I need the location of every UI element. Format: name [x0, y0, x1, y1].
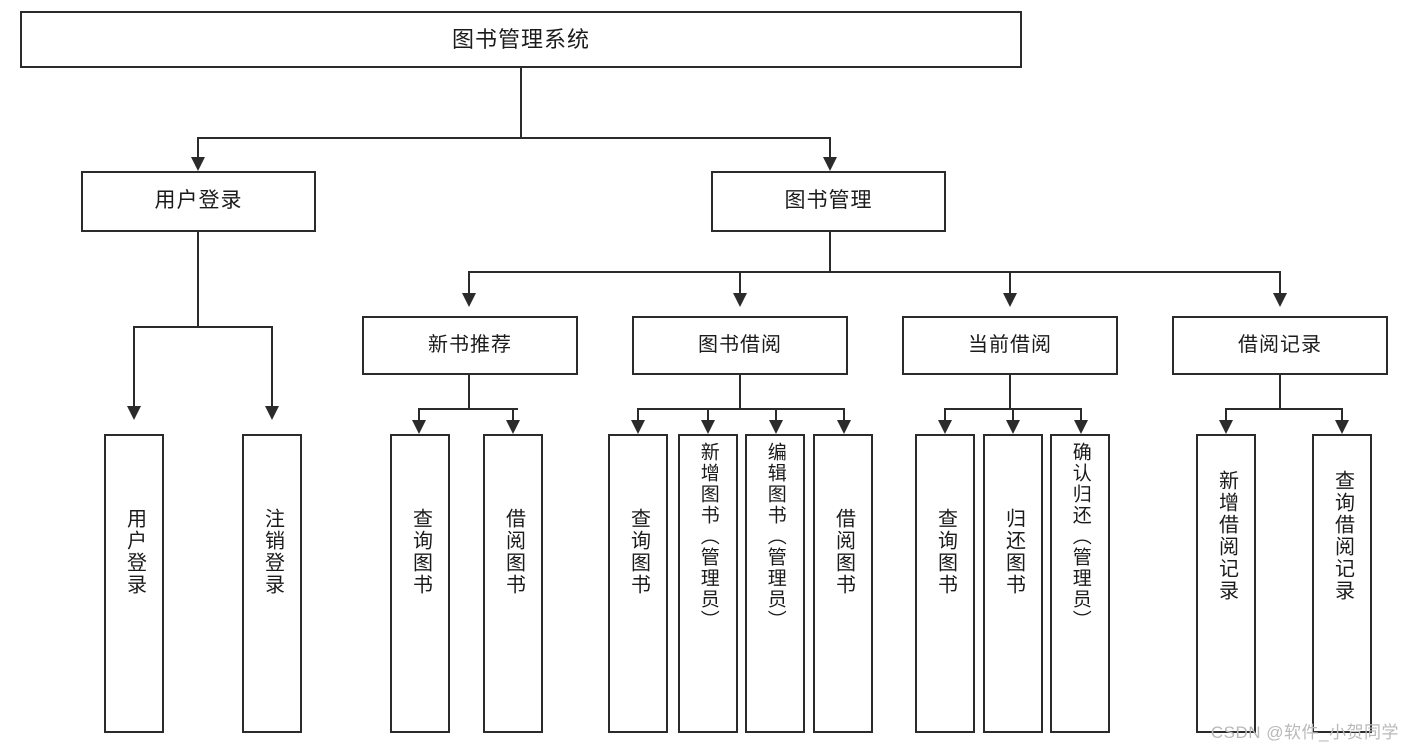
arrowhead-current-borrow — [1003, 293, 1017, 307]
connector-current-borrow-leaf1 — [944, 408, 946, 422]
node-book-manage[interactable]: 图书管理 — [711, 171, 946, 232]
connector-borrow-record-stem — [1279, 375, 1281, 409]
leaf-user-login-label: 用户登录 — [123, 508, 146, 596]
node-current-borrow[interactable]: 当前借阅 — [902, 316, 1118, 375]
connector-user-login-stem — [197, 232, 199, 328]
connector-root-stem — [520, 68, 522, 138]
leaf-query-book-current-label: 查询图书 — [934, 508, 957, 596]
connector-current-borrow-leaf2 — [1012, 408, 1014, 422]
connector-book-borrow-leaf1 — [637, 408, 639, 422]
leaf-return-book[interactable]: 归还图书 — [983, 434, 1043, 733]
connector-borrow-record-leaf1 — [1225, 408, 1227, 422]
leaf-confirm-return-admin-label: 确认归还（管理员） — [1069, 442, 1091, 631]
node-borrow-record[interactable]: 借阅记录 — [1172, 316, 1388, 375]
node-user-login-label: 用户登录 — [154, 189, 243, 213]
connector-current-borrow-stem — [1009, 375, 1011, 409]
leaf-query-book-borrow-label: 查询图书 — [627, 508, 650, 596]
arrowhead-borrow-record — [1273, 293, 1287, 307]
arrowhead-leaf-borrow-book-a — [506, 420, 520, 434]
leaf-borrow-book-recommend[interactable]: 借阅图书 — [483, 434, 543, 733]
arrowhead-leaf-user-login — [127, 406, 141, 420]
connector-user-login-bus — [133, 326, 271, 328]
connector-book-borrow-leaf2 — [707, 408, 709, 422]
node-book-manage-label: 图书管理 — [784, 189, 873, 213]
arrowhead-leaf-logout — [265, 406, 279, 420]
leaf-edit-book-admin[interactable]: 编辑图书（管理员） — [745, 434, 805, 733]
leaf-logout-label: 注销登录 — [261, 508, 284, 596]
leaf-confirm-return-admin[interactable]: 确认归还（管理员） — [1050, 434, 1110, 733]
connector-book-borrow-bus — [637, 408, 843, 410]
leaf-add-book-admin[interactable]: 新增图书（管理员） — [678, 434, 738, 733]
node-user-login[interactable]: 用户登录 — [81, 171, 316, 232]
arrowhead-leaf-query-record — [1335, 420, 1349, 434]
leaf-user-login[interactable]: 用户登录 — [104, 434, 164, 733]
node-book-borrow[interactable]: 图书借阅 — [632, 316, 848, 375]
arrowhead-leaf-add-record — [1219, 420, 1233, 434]
leaf-query-book-current[interactable]: 查询图书 — [915, 434, 975, 733]
leaf-query-borrow-record[interactable]: 查询借阅记录 — [1312, 434, 1372, 733]
arrowhead-leaf-query-book-b — [631, 420, 645, 434]
connector-book-borrow-stem — [739, 375, 741, 409]
leaf-query-book-borrow[interactable]: 查询图书 — [608, 434, 668, 733]
connector-book-manage-stem — [829, 232, 831, 272]
connector-root-to-user-login — [197, 137, 199, 159]
arrowhead-leaf-return-book — [1006, 420, 1020, 434]
connector-user-login-leaf1 — [133, 326, 135, 408]
connector-new-book-leaf1 — [418, 408, 420, 422]
connector-to-book-borrow — [739, 271, 741, 295]
leaf-query-book-recommend[interactable]: 查询图书 — [390, 434, 450, 733]
connector-new-book-stem — [468, 375, 470, 409]
leaf-add-borrow-record[interactable]: 新增借阅记录 — [1196, 434, 1256, 733]
connector-user-login-leaf2 — [271, 326, 273, 408]
node-root-label: 图书管理系统 — [451, 26, 590, 52]
connector-book-borrow-leaf3 — [775, 408, 777, 422]
leaf-add-book-admin-label: 新增图书（管理员） — [697, 442, 719, 631]
arrowhead-book-manage — [823, 157, 837, 171]
leaf-query-borrow-record-label: 查询借阅记录 — [1331, 470, 1354, 602]
leaf-add-borrow-record-label: 新增借阅记录 — [1215, 470, 1238, 602]
node-new-book-recommend-label: 新书推荐 — [428, 334, 512, 356]
connector-to-current-borrow — [1009, 271, 1011, 295]
leaf-borrow-book-recommend-label: 借阅图书 — [502, 508, 525, 596]
arrowhead-leaf-confirm-return — [1074, 420, 1088, 434]
connector-book-manage-bus — [468, 271, 1280, 273]
node-new-book-recommend[interactable]: 新书推荐 — [362, 316, 578, 375]
connector-new-book-leaf2 — [512, 408, 514, 422]
node-borrow-record-label: 借阅记录 — [1238, 334, 1322, 356]
leaf-logout[interactable]: 注销登录 — [242, 434, 302, 733]
connector-to-borrow-record — [1279, 271, 1281, 295]
leaf-edit-book-admin-label: 编辑图书（管理员） — [764, 442, 786, 631]
arrowhead-leaf-query-book-a — [412, 420, 426, 434]
connector-borrow-record-leaf2 — [1341, 408, 1343, 422]
arrowhead-leaf-query-book-c — [938, 420, 952, 434]
connector-current-borrow-leaf3 — [1080, 408, 1082, 422]
connector-new-book-bus — [418, 408, 518, 410]
leaf-borrow-book-borrow-label: 借阅图书 — [832, 508, 855, 596]
leaf-borrow-book-borrow[interactable]: 借阅图书 — [813, 434, 873, 733]
node-book-borrow-label: 图书借阅 — [698, 334, 782, 356]
arrowhead-leaf-add-book — [701, 420, 715, 434]
connector-book-borrow-leaf4 — [843, 408, 845, 422]
connector-borrow-record-bus — [1225, 408, 1341, 410]
arrowhead-user-login — [191, 157, 205, 171]
connector-root-bus — [197, 137, 831, 139]
node-current-borrow-label: 当前借阅 — [968, 334, 1052, 356]
node-root-library-system[interactable]: 图书管理系统 — [20, 11, 1022, 68]
leaf-query-book-recommend-label: 查询图书 — [409, 508, 432, 596]
arrowhead-leaf-borrow-book-b — [837, 420, 851, 434]
leaf-return-book-label: 归还图书 — [1002, 508, 1025, 596]
arrowhead-leaf-edit-book — [769, 420, 783, 434]
arrowhead-book-borrow — [733, 293, 747, 307]
connector-root-to-book-manage — [829, 137, 831, 159]
arrowhead-new-book-recommend — [462, 293, 476, 307]
connector-to-new-book — [468, 271, 470, 295]
